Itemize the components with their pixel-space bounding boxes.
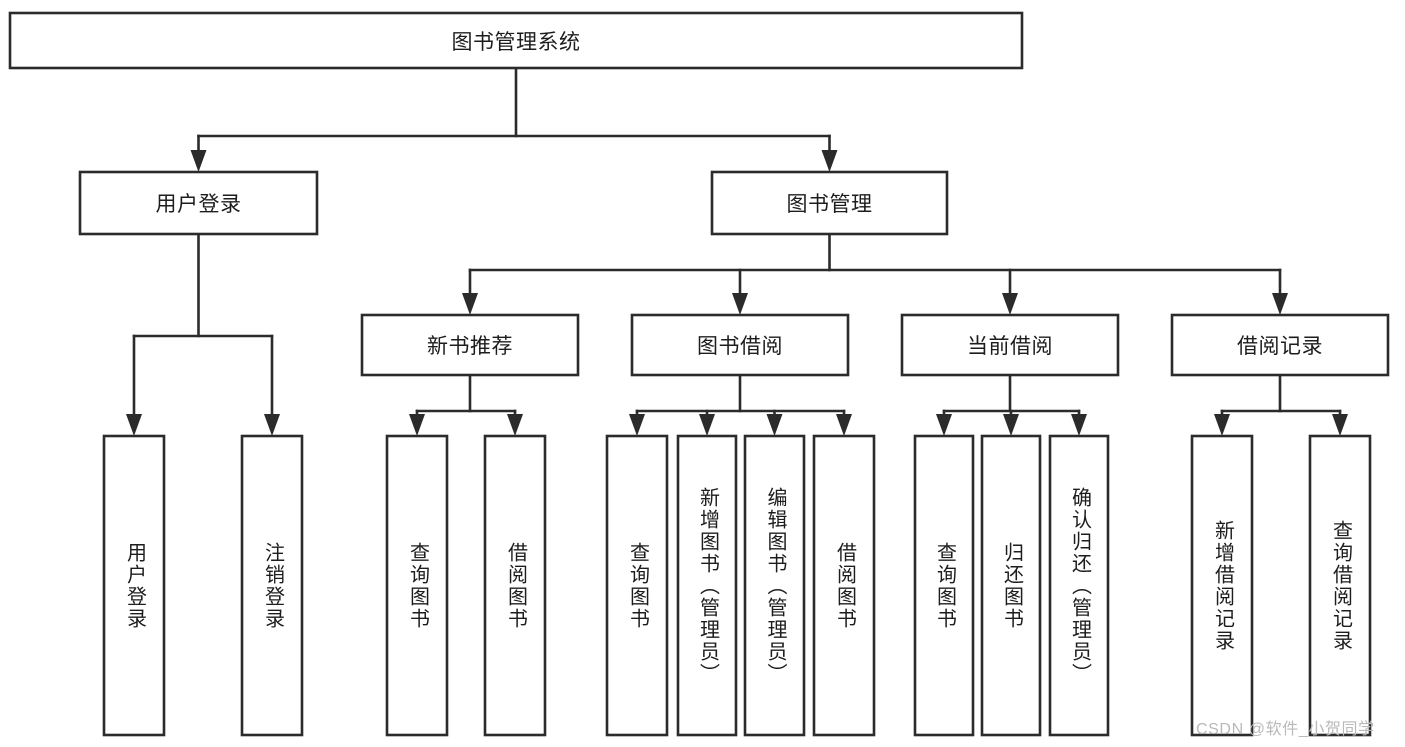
node-box-borrow-record — [1170, 313, 1390, 377]
arrow-head-icon-leaf-add-record — [1214, 414, 1230, 436]
connector-lines — [126, 66, 1348, 436]
arrow-head-icon-book-management — [821, 150, 838, 172]
node-box-leaf-borrow-book-recommend — [483, 434, 547, 737]
node-box-leaf-borrow-book — [812, 434, 876, 737]
node-box-leaf-query-book-recommend — [385, 434, 449, 737]
arrow-head-icon-leaf-borrow-book — [836, 414, 852, 436]
arrow-head-icon-leaf-add-book — [699, 414, 715, 436]
node-box-new-book-recommend — [360, 313, 580, 377]
arrow-head-icon-leaf-borrow-book-recommend — [507, 414, 523, 436]
node-box-current-borrow — [900, 313, 1120, 377]
arrow-head-icon-leaf-query-book-recommend — [409, 414, 425, 436]
arrow-head-icon-leaf-user-login — [126, 414, 142, 436]
arrow-head-icon-borrow-record — [1272, 293, 1288, 315]
arrow-head-icon-new-book-recommend — [462, 293, 478, 315]
arrow-head-icon-leaf-return-book — [1003, 414, 1019, 436]
arrow-head-icon-leaf-query-record — [1332, 414, 1348, 436]
arrow-head-icon-leaf-confirm-return — [1071, 414, 1087, 436]
node-box-leaf-query-book-current — [913, 434, 975, 737]
node-box-leaf-query-book-borrow — [605, 434, 669, 737]
node-box-leaf-add-book — [676, 434, 738, 737]
arrow-head-icon-leaf-logout — [264, 414, 280, 436]
arrow-head-icon-leaf-edit-book — [766, 414, 783, 436]
arrow-head-icon-current-borrow — [1002, 293, 1018, 315]
node-box-root — [8, 11, 1024, 70]
node-box-leaf-logout — [240, 434, 304, 737]
node-box-leaf-confirm-return — [1048, 434, 1110, 737]
arrow-head-icon-book-borrow — [732, 293, 748, 315]
arrow-head-icon-leaf-query-book-borrow — [629, 414, 645, 436]
node-box-leaf-add-record — [1190, 434, 1254, 737]
arrow-head-icon-user-login — [190, 150, 207, 172]
node-box-book-management — [710, 170, 949, 236]
node-box-leaf-edit-book — [743, 434, 806, 737]
node-box-leaf-return-book — [980, 434, 1042, 737]
node-box-leaf-user-login — [102, 434, 166, 737]
node-box-book-borrow — [630, 313, 850, 377]
node-box-user-login — [78, 170, 319, 236]
arrow-head-icon-leaf-query-book-current — [936, 414, 952, 436]
node-box-leaf-query-record — [1308, 434, 1372, 737]
node-boxes — [8, 11, 1390, 737]
